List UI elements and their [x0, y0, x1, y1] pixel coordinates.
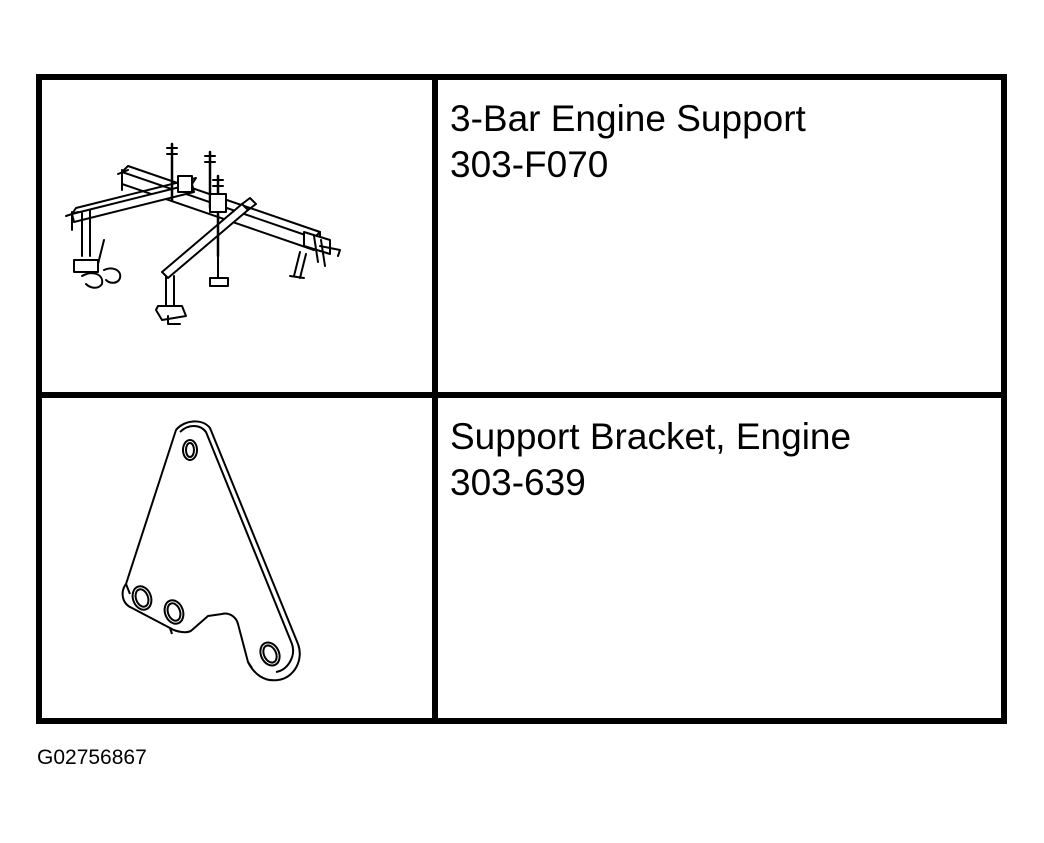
figure-id: G02756867 — [37, 746, 147, 769]
engine-support-bracket-illustration — [121, 420, 301, 682]
tool-name: Support Bracket, Engine — [450, 416, 852, 457]
tool-number: 303-F070 — [450, 144, 609, 185]
three-bar-engine-support-illustration — [65, 142, 341, 325]
tool-name: 3-Bar Engine Support — [450, 98, 806, 139]
tool-illustration-cell-2 — [42, 398, 438, 718]
tool-description-cell-1: 3-Bar Engine Support 303-F070 — [438, 80, 1001, 398]
tool-number: 303-639 — [450, 462, 586, 503]
special-tools-table: 3-Bar Engine Support 303-F070 Support Br… — [36, 74, 1007, 724]
tool-illustration-cell-1 — [42, 80, 438, 398]
tool-description-cell-2: Support Bracket, Engine 303-639 — [438, 398, 1001, 718]
